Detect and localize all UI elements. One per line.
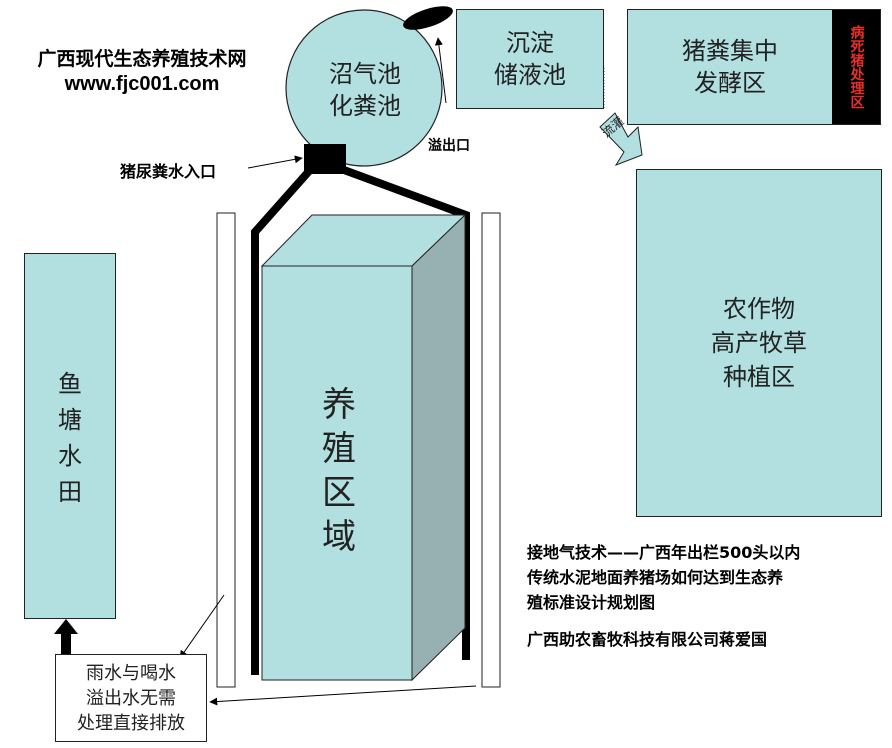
drain-left	[216, 212, 236, 688]
caption-line-1: 接地气技术——广西年出栏500头以内	[527, 543, 801, 562]
rain-line-2: 溢出水无需	[86, 687, 176, 709]
crop-line-1: 农作物	[723, 295, 795, 323]
rain-line-3: 处理直接排放	[77, 712, 185, 734]
dead-pig-area: 病死猪处理区	[832, 10, 880, 124]
site-url: www.fjc001.com	[64, 73, 220, 95]
inlet-label: 猪尿粪水入口	[120, 162, 217, 181]
inlet-arrow	[247, 155, 303, 169]
left-ditch-arrow	[179, 594, 225, 659]
ferment-area-box: 猪粪集中 发酵区 病死猪处理区	[627, 9, 881, 125]
biogas-line-2: 化粪池	[329, 92, 401, 120]
tank-cap-icon	[403, 6, 453, 30]
sediment-tank-box: 沉淀 储液池	[456, 9, 604, 109]
ferment-line-1: 猪粪集中	[682, 37, 778, 65]
fishpond-box: 鱼塘水田	[24, 253, 116, 619]
rain-line-1: 雨水与喝水	[86, 662, 176, 684]
fishpond-arrow-head	[54, 619, 78, 634]
caption-line-3: 殖标准设计规划图	[527, 593, 656, 612]
right-ditch-arrow	[209, 685, 477, 706]
crop-line-2: 高产牧草	[711, 329, 807, 357]
inlet-box	[304, 144, 346, 174]
site-name: 广西现代生态养殖技术网	[37, 48, 247, 70]
ferment-line-2: 发酵区	[694, 69, 766, 97]
pipe-left	[251, 167, 313, 675]
fishpond-label: 鱼塘水田	[58, 370, 82, 506]
ferment-label: 猪粪集中 发酵区	[628, 10, 832, 124]
biogas-line-1: 沼气池	[329, 60, 401, 88]
caption-author: 广西助农畜牧科技有限公司蒋爱国	[527, 630, 768, 649]
fishpond-arrow-shaft	[61, 632, 71, 654]
caption-block: 接地气技术——广西年出栏500头以内 传统水泥地面养猪场如何达到生态养 殖标准设…	[527, 540, 889, 652]
biogas-tank-shape	[285, 9, 443, 167]
biogas-tank-label: 沼气池 化粪池	[300, 56, 430, 124]
pipe-right	[342, 166, 470, 660]
crop-line-3: 种植区	[723, 363, 795, 391]
breeding-front	[261, 265, 413, 681]
crop-area-box: 农作物 高产牧草 种植区	[636, 169, 882, 517]
drain-right	[481, 212, 501, 688]
sediment-line-1: 沉淀	[506, 29, 554, 57]
breeding-area-label: 养殖区域	[322, 385, 356, 557]
breeding-side	[411, 213, 466, 682]
overflow-arrow	[434, 37, 447, 104]
caption-line-2: 传统水泥地面养猪场如何达到生态养	[527, 568, 784, 587]
flow-arrow-shape	[599, 112, 643, 166]
sediment-line-2: 储液池	[494, 61, 566, 89]
overflow-label: 溢出口	[428, 138, 470, 154]
rain-overflow-box: 雨水与喝水 溢出水无需 处理直接排放	[55, 654, 207, 742]
